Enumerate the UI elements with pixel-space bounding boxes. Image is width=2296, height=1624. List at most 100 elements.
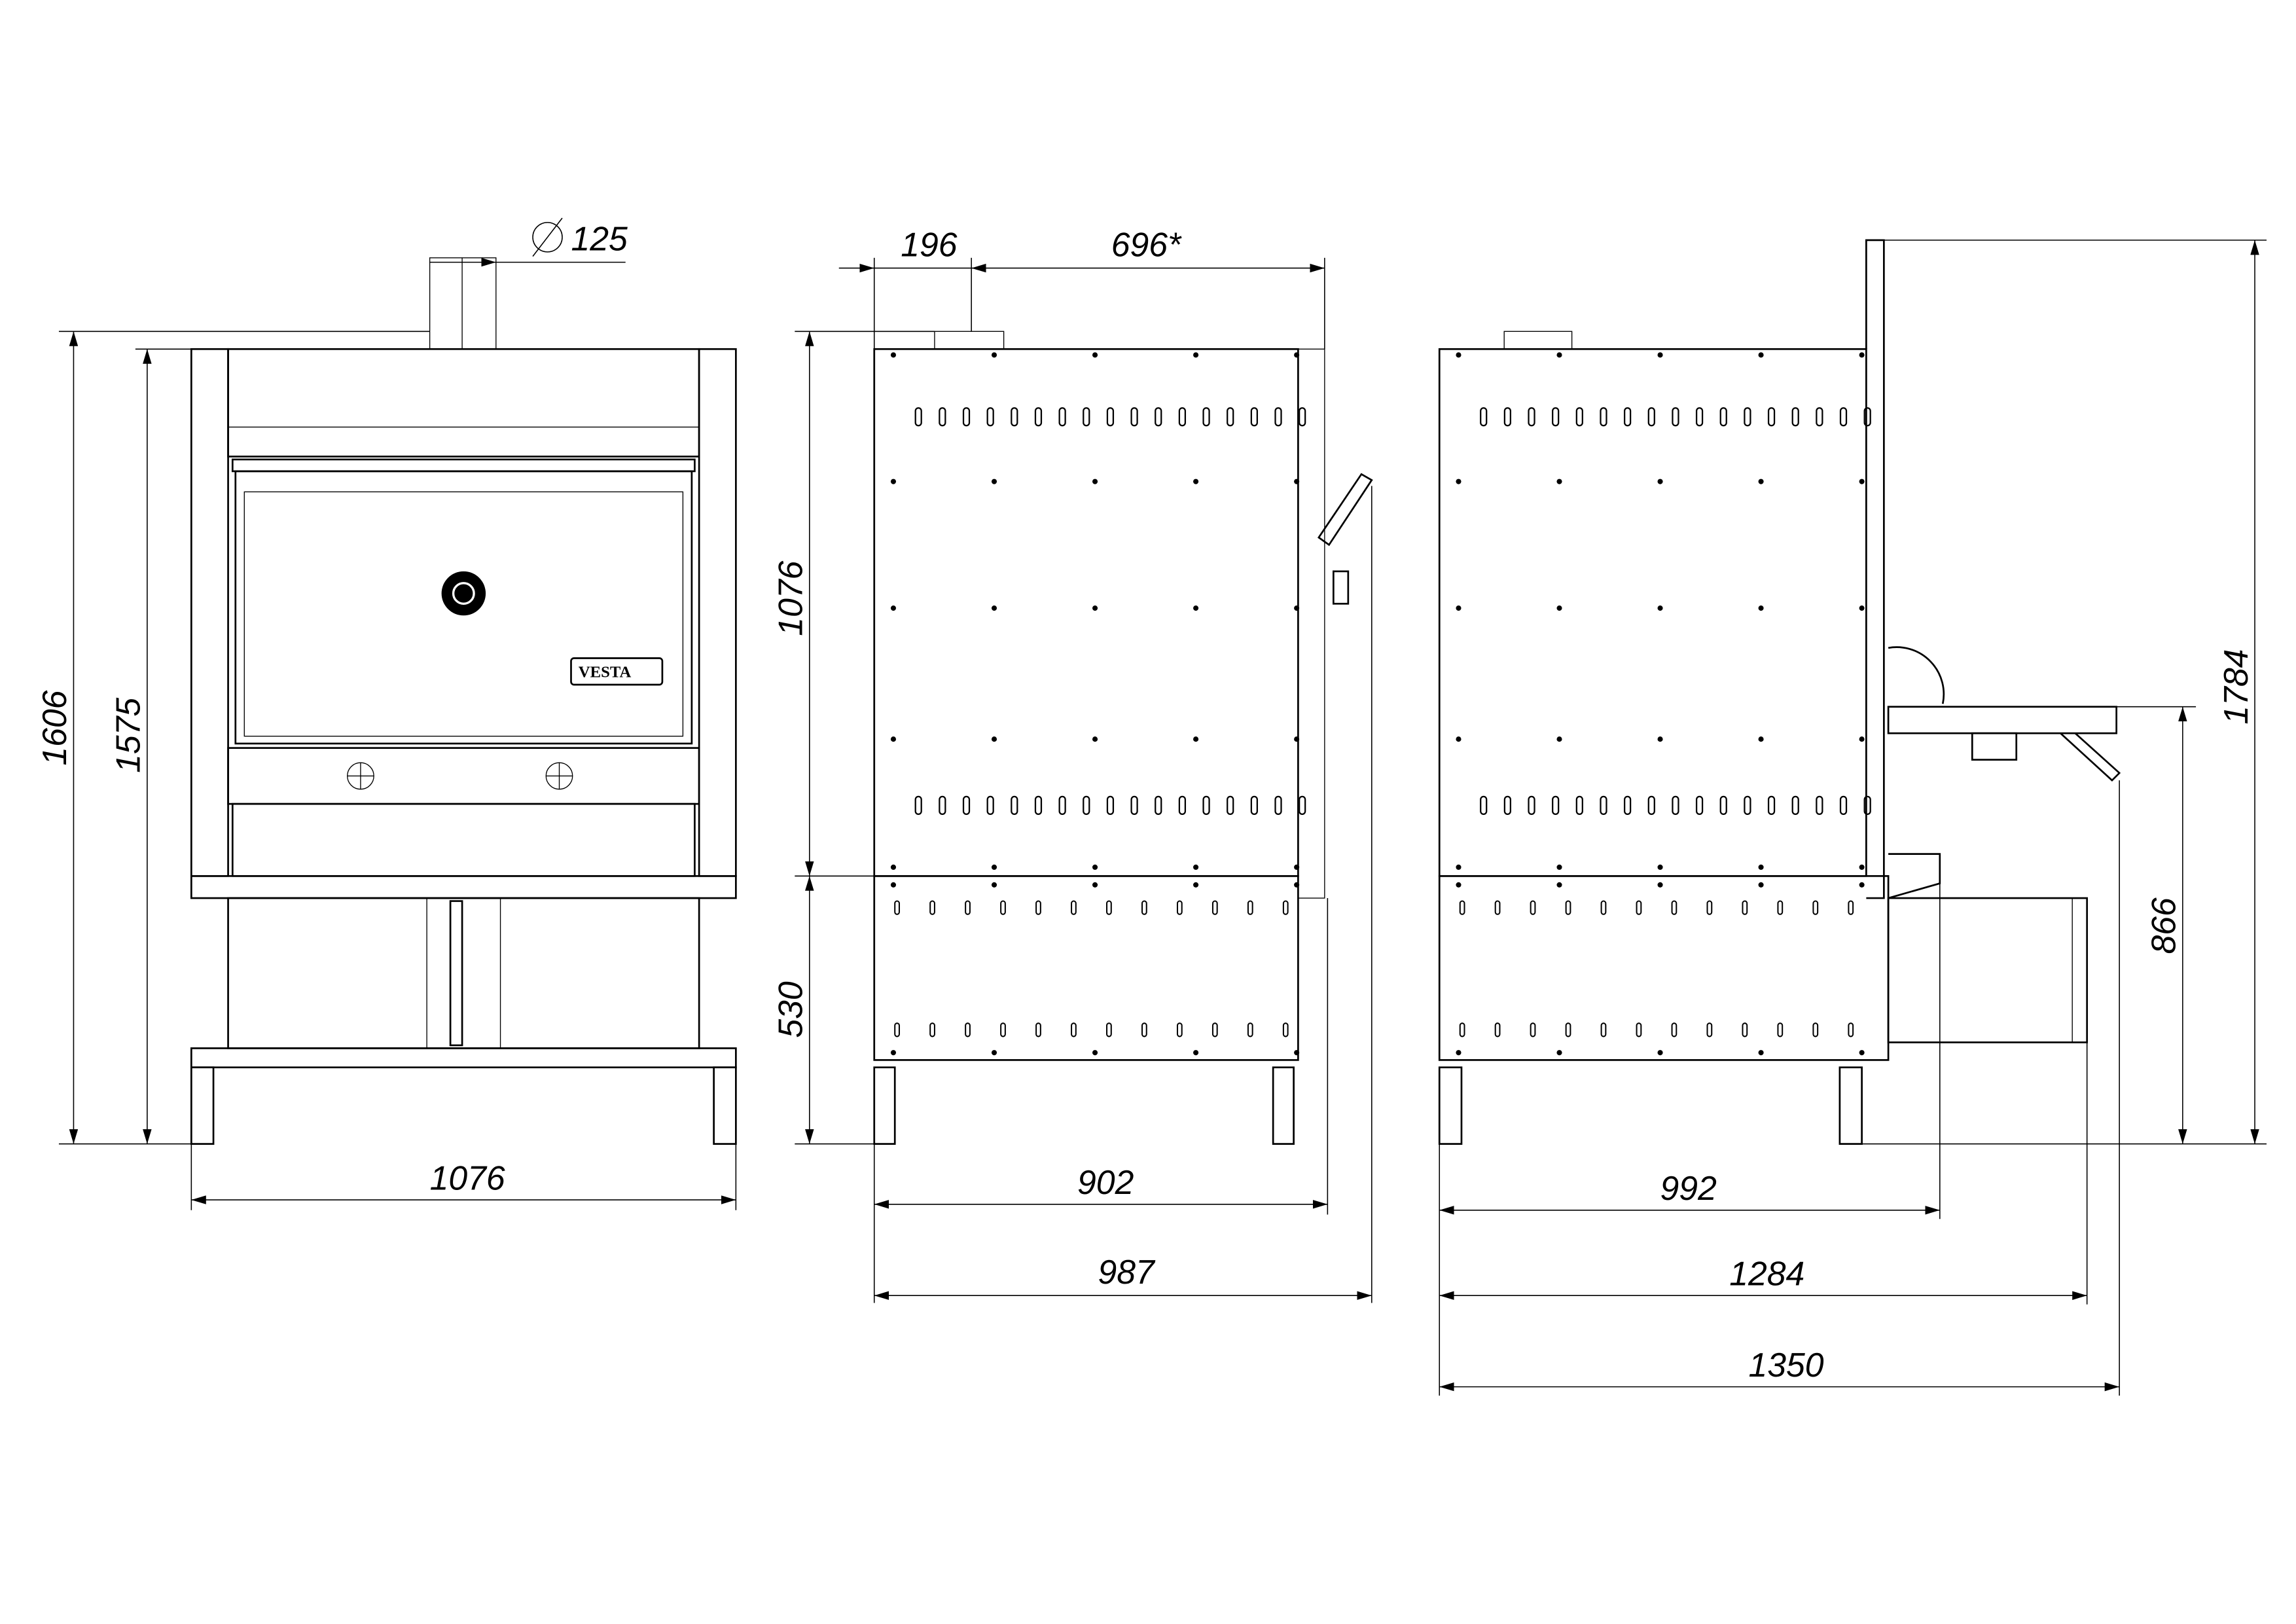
base-vent-slot bbox=[1848, 900, 1854, 915]
vent-slot bbox=[1299, 407, 1306, 427]
rivet bbox=[1657, 1050, 1663, 1056]
rivet bbox=[1758, 864, 1764, 870]
dim-flue-diameter: 125 bbox=[571, 220, 628, 258]
front-view: VESTA 125 1606 1575 1076 bbox=[35, 217, 737, 1210]
base-vent-slot bbox=[929, 900, 935, 915]
base-vent-slot bbox=[1636, 900, 1642, 915]
cabinet bbox=[227, 897, 700, 1049]
vent-slot bbox=[1552, 795, 1560, 815]
shelf-bracket bbox=[2060, 732, 2121, 782]
air-vent-fan-icon bbox=[347, 762, 374, 790]
vent-slot bbox=[1600, 795, 1607, 815]
vent-slot bbox=[1130, 407, 1138, 427]
vent-slot bbox=[1480, 795, 1488, 815]
top-hood bbox=[227, 348, 700, 458]
drawer-panel bbox=[227, 747, 700, 805]
rivet bbox=[1657, 864, 1663, 870]
dim-depth-with-handle: 987 bbox=[1098, 1253, 1157, 1291]
vent-slot bbox=[1299, 795, 1306, 815]
rivet bbox=[991, 605, 997, 611]
rivet bbox=[1758, 478, 1764, 484]
leg bbox=[873, 1066, 896, 1145]
vent-slot bbox=[1719, 407, 1727, 427]
vent-slot bbox=[914, 795, 922, 815]
base-vent-slot bbox=[965, 900, 971, 915]
rivet bbox=[1657, 882, 1663, 888]
vent-slot bbox=[1719, 795, 1727, 815]
vent-slot bbox=[1839, 407, 1848, 427]
dim-depth-1: 992 bbox=[1660, 1169, 1717, 1207]
vent-slot bbox=[1178, 407, 1187, 427]
base-vent-slot bbox=[1565, 900, 1571, 915]
thermometer-icon bbox=[441, 571, 486, 616]
base-vent-slot bbox=[1706, 1022, 1713, 1038]
vent-slot bbox=[1575, 795, 1583, 815]
vent-slot bbox=[1695, 407, 1704, 427]
flue-pipe bbox=[1503, 331, 1573, 350]
base-vent-slot bbox=[1742, 900, 1748, 915]
base-vent-slot bbox=[1636, 1022, 1642, 1038]
flue-outlet-pipe bbox=[1887, 897, 2089, 1043]
rivet bbox=[1456, 882, 1462, 888]
vent-slot bbox=[1863, 407, 1871, 427]
vent-slot bbox=[962, 795, 971, 815]
vent-slot bbox=[1058, 407, 1066, 427]
vent-slot bbox=[1791, 407, 1799, 427]
rivet bbox=[1657, 736, 1663, 742]
base-vent-slot bbox=[929, 1022, 935, 1038]
warming-shelf bbox=[1887, 706, 2118, 734]
vent-slot bbox=[1130, 795, 1138, 815]
vent-slot bbox=[1744, 407, 1751, 427]
base-vent-slot bbox=[1282, 1022, 1289, 1038]
base-vent-slot bbox=[1176, 1022, 1183, 1038]
rivet bbox=[1859, 736, 1865, 742]
rivet bbox=[1193, 478, 1199, 484]
vent-slot bbox=[1624, 795, 1632, 815]
logo-text: VESTA bbox=[579, 664, 632, 681]
vent-slot bbox=[986, 795, 994, 815]
vent-slot bbox=[1250, 407, 1258, 427]
rivet bbox=[1092, 478, 1098, 484]
vent-slot bbox=[1767, 795, 1776, 815]
dim-depth-3: 1350 bbox=[1748, 1346, 1823, 1384]
vent-slot bbox=[1227, 795, 1234, 815]
rivet bbox=[1294, 736, 1300, 742]
rivet bbox=[890, 882, 897, 888]
rivet bbox=[1193, 882, 1199, 888]
vent-slot bbox=[1791, 795, 1799, 815]
oven-door bbox=[234, 470, 693, 745]
rivet bbox=[1556, 882, 1562, 888]
base-vent-slot bbox=[1071, 1022, 1077, 1038]
leg bbox=[1438, 1066, 1463, 1145]
vent-slot bbox=[1695, 795, 1704, 815]
base-vent-slot bbox=[1600, 1022, 1607, 1038]
dim-body-height: 1076 bbox=[772, 560, 810, 636]
base-vent-slot bbox=[1565, 1022, 1571, 1038]
base-vent-slot bbox=[1459, 1022, 1465, 1038]
vent-slot bbox=[1034, 795, 1043, 815]
vent-slot bbox=[939, 407, 946, 427]
rivet bbox=[1092, 736, 1098, 742]
dim-total-height: 1784 bbox=[2217, 649, 2255, 725]
door-handle-lever bbox=[1317, 473, 1373, 547]
vent-slot bbox=[1528, 407, 1535, 427]
rivet bbox=[1193, 736, 1199, 742]
dim-flue-offset: 196 bbox=[901, 226, 958, 264]
base-vent-slot bbox=[1247, 900, 1253, 915]
leg bbox=[1839, 1066, 1863, 1145]
base-vent-slot bbox=[1176, 900, 1183, 915]
rivet bbox=[890, 478, 897, 484]
vent-slot bbox=[1106, 407, 1115, 427]
rivet bbox=[1556, 864, 1562, 870]
rear-flue-pipe bbox=[1865, 239, 1885, 899]
rivet bbox=[1294, 864, 1300, 870]
rivet bbox=[1758, 736, 1764, 742]
rivet bbox=[1092, 352, 1098, 358]
vent-slot bbox=[1227, 407, 1234, 427]
rivet bbox=[991, 864, 997, 870]
rivet bbox=[1294, 478, 1300, 484]
vent-slot bbox=[914, 407, 922, 427]
rivet bbox=[1859, 1050, 1865, 1056]
vent-slot bbox=[1011, 795, 1018, 815]
base-vent-slot bbox=[1106, 900, 1112, 915]
